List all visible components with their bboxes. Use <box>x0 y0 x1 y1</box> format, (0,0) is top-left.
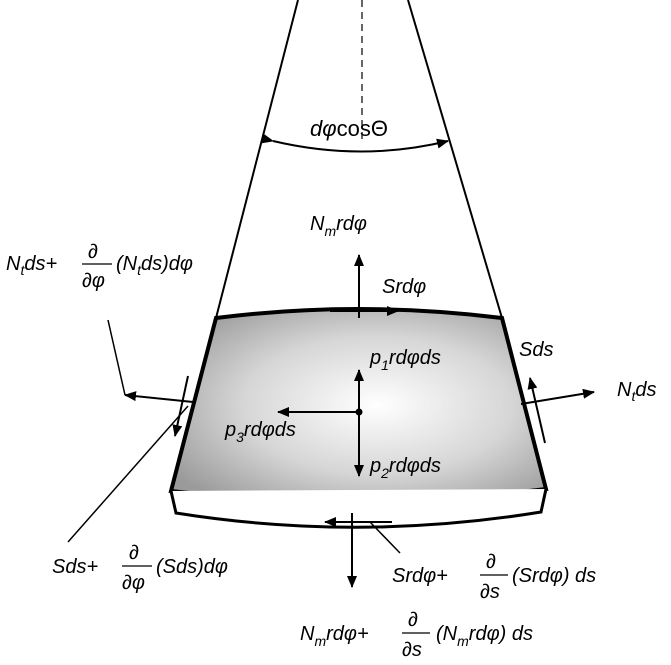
nt-left-label: Ntds+ ∂ ∂φ (Ntds)dφ <box>6 241 193 292</box>
svg-text:∂s: ∂s <box>402 639 422 661</box>
svg-text:(Ntds)dφ: (Ntds)dφ <box>116 253 193 278</box>
svg-text:∂: ∂ <box>129 542 139 564</box>
svg-text:Nmrdφ+: Nmrdφ+ <box>300 623 369 649</box>
svg-text:∂: ∂ <box>486 551 496 573</box>
sds-left-leader <box>67 405 189 543</box>
nt-right-arrow <box>520 388 595 405</box>
svg-text:Ntds+: Ntds+ <box>6 253 57 278</box>
nm-bottom-label: Nmrdφ+ ∂ ∂s (Nmrdφ) ds <box>300 609 533 661</box>
s-bottom-label: Srdφ+ ∂ ∂s (Srdφ) ds <box>392 551 596 603</box>
sds-left-label: Sds+ ∂ ∂φ (Sds)dφ <box>52 542 228 594</box>
svg-text:∂φ: ∂φ <box>82 270 105 292</box>
s-top-label: Srdφ <box>382 276 426 298</box>
svg-text:(Sds)dφ: (Sds)dφ <box>156 556 228 578</box>
angle-label: dφcosΘ <box>310 116 388 141</box>
svg-text:∂s: ∂s <box>480 581 500 603</box>
svg-text:∂: ∂ <box>408 609 418 631</box>
angle-arc <box>261 133 449 153</box>
cone-right-generator <box>407 0 503 319</box>
svg-text:(Nmrdφ) ds: (Nmrdφ) ds <box>436 623 533 649</box>
p3-label: p3rdφds <box>224 419 296 445</box>
svg-text:(Srdφ) ds: (Srdφ) ds <box>512 565 596 587</box>
nm-top-label: Nmrdφ <box>310 213 367 239</box>
svg-text:∂: ∂ <box>88 241 98 263</box>
nt-left-leader <box>107 319 126 396</box>
cone-left-generator <box>215 0 299 319</box>
sds-left-arrow <box>172 375 189 437</box>
svg-text:∂φ: ∂φ <box>122 572 145 594</box>
p1-label: p1rdφds <box>369 347 441 373</box>
bottom-edge-strip <box>169 488 548 529</box>
nt-right-label: Ntds <box>617 379 656 404</box>
p2-label: p2rdφds <box>369 455 441 481</box>
svg-text:Sds+: Sds+ <box>52 556 98 578</box>
svg-text:Srdφ+: Srdφ+ <box>392 565 448 587</box>
sds-right-label: Sds <box>519 339 553 361</box>
s-bottom-leader <box>369 521 401 554</box>
sds-right-arrow <box>527 377 546 444</box>
